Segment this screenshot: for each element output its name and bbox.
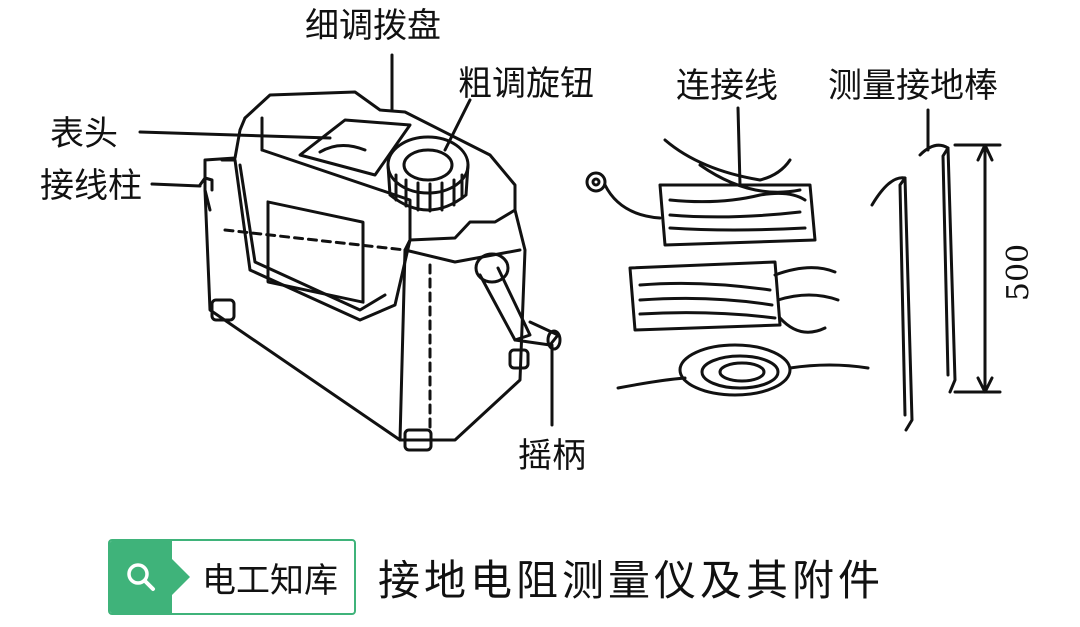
label-meter-head: 表头 [50, 114, 118, 154]
dimension-rod-length: 500 [1001, 243, 1037, 302]
meter-foot [210, 298, 236, 322]
coarse-knob [386, 135, 470, 213]
meter-nameplate [266, 200, 365, 304]
meter-main-box [203, 188, 527, 442]
carry-handle [220, 158, 412, 322]
label-coarse-knob: 粗调旋钮 [458, 64, 594, 104]
meter-foot [508, 348, 530, 370]
label-crank: 摇柄 [518, 436, 586, 476]
caption-bar: 电工知库 接地电阻测量仪及其附件 [108, 539, 885, 615]
crank-handle [474, 252, 562, 351]
meter-top-housing [243, 90, 517, 242]
ground-rods [870, 108, 1002, 432]
brand-name: 电工知库 [202, 560, 338, 601]
meter-foot [403, 428, 433, 452]
brand-badge: 电工知库 [108, 539, 356, 615]
label-ground-rod: 测量接地棒 [828, 66, 998, 106]
lead-wires [585, 106, 870, 397]
meter-instrument [198, 90, 562, 452]
terminal-post [198, 176, 214, 192]
diagram-drawing [138, 53, 1002, 452]
label-fine-dial: 细调拨盘 [305, 6, 441, 46]
leader-terminal [150, 182, 202, 188]
label-terminal: 接线柱 [40, 166, 142, 206]
caption-title: 接地电阻测量仪及其附件 [378, 555, 885, 605]
label-lead-wire: 连接线 [676, 66, 778, 106]
leader-coarse-knob [443, 98, 472, 152]
meter-window [298, 118, 412, 177]
search-icon [110, 541, 190, 613]
leader-meter-head [138, 130, 332, 140]
